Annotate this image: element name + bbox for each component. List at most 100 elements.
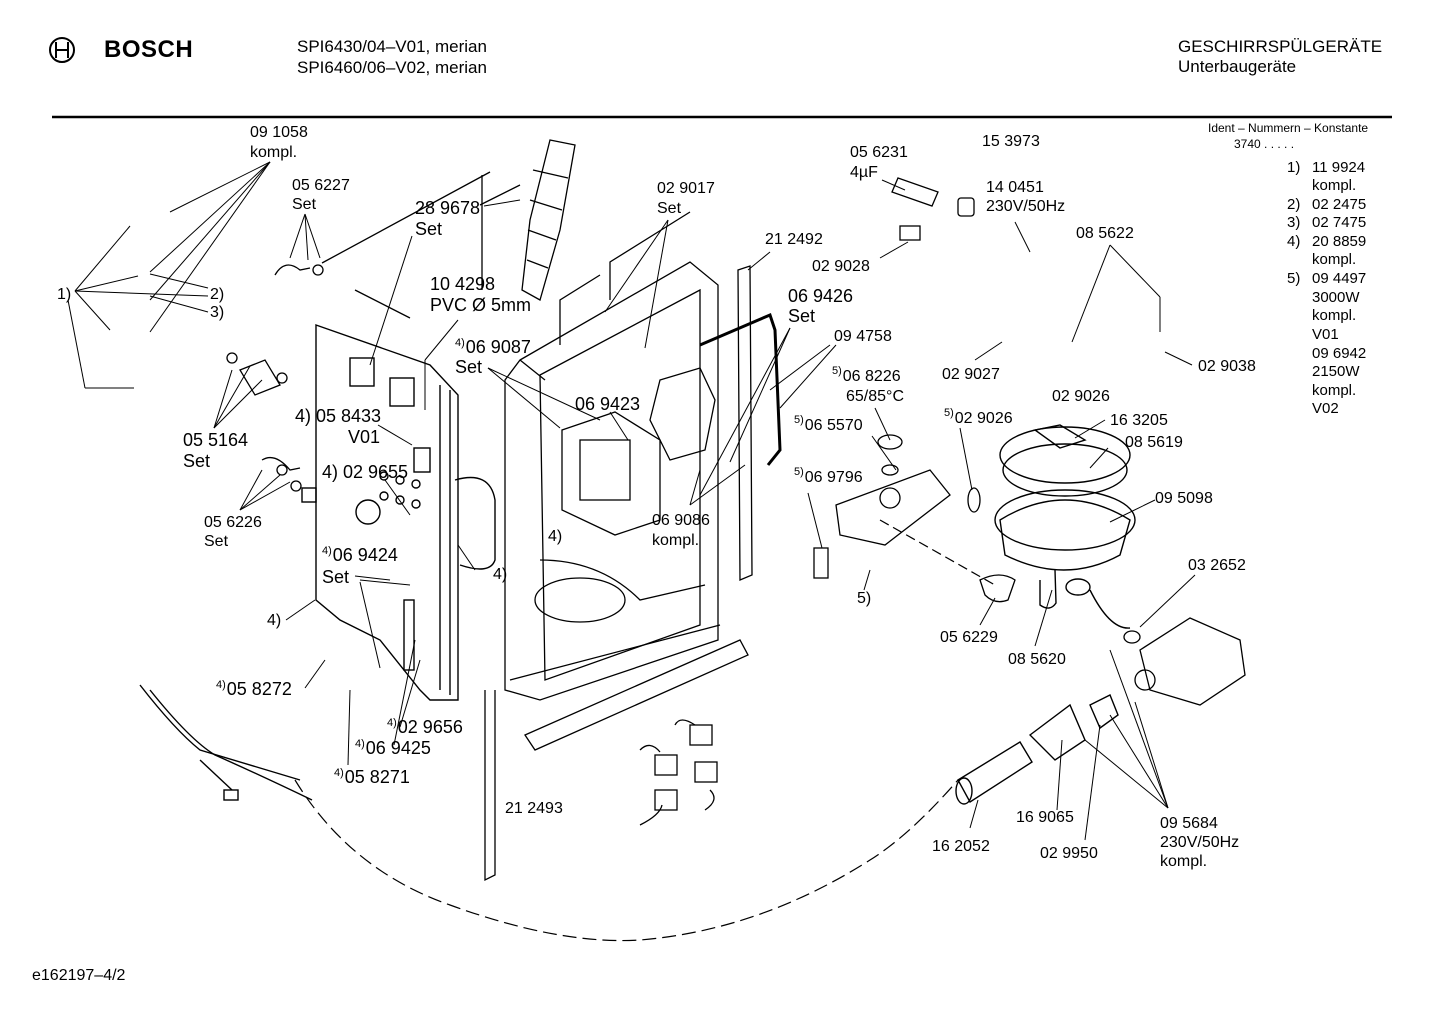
part-label: 65/85°C xyxy=(846,388,904,405)
part-label: 09 1058 xyxy=(250,124,308,141)
legend-num-5: 5) xyxy=(1287,270,1301,287)
part-label: 05 6229 xyxy=(940,629,998,646)
part-label: 21 2492 xyxy=(765,231,823,248)
part-label: 05 6231 xyxy=(850,144,908,161)
part-label: 4) 02 9655 xyxy=(322,462,409,482)
ident-title: Ident – Nummern – Konstante xyxy=(1208,121,1369,135)
part-label: 5)06 5570 xyxy=(794,414,863,434)
part-label: 02 9028 xyxy=(812,258,870,275)
part-label: 05 5164 xyxy=(183,430,249,450)
part-label: Set xyxy=(415,219,443,239)
part-label: 5)02 9026 xyxy=(944,407,1013,427)
legend-val-5c: kompl. xyxy=(1312,307,1357,324)
heater-module xyxy=(813,434,981,579)
bosch-logo-icon xyxy=(49,37,75,63)
part-label: 230V/50Hz xyxy=(986,198,1066,215)
legend-val-4a: 20 8859 xyxy=(1312,233,1367,250)
part-label: 02 9038 xyxy=(1198,358,1256,375)
legend-num-4: 4) xyxy=(1287,233,1301,250)
detergent-dispenser xyxy=(561,367,716,536)
part-label: 28 9678 xyxy=(415,198,481,218)
part-label: kompl. xyxy=(1160,853,1208,870)
part-label: Set xyxy=(657,200,682,217)
part-label: 09 4758 xyxy=(834,328,892,345)
model-line-2: SPI6460/06–V02, merian xyxy=(297,58,487,77)
part-label: kompl. xyxy=(652,532,700,549)
category-line-1: GESCHIRRSPÜLGERÄTE xyxy=(1178,37,1383,56)
part-label: 4)02 9656 xyxy=(387,717,463,737)
legend-val-5d: V01 xyxy=(1312,326,1339,343)
legend-num-1: 1) xyxy=(1287,159,1301,176)
part-label: Set xyxy=(204,533,229,550)
part-label: 10 4298 xyxy=(430,274,496,294)
small-hoses xyxy=(226,264,324,492)
part-label: 06 9423 xyxy=(575,394,641,414)
wire-connectors xyxy=(639,719,718,826)
upper-rail xyxy=(521,139,576,301)
part-label: 4)05 8271 xyxy=(334,767,410,787)
part-label: 4)05 8272 xyxy=(216,679,292,699)
part-label: 08 5622 xyxy=(1076,225,1134,242)
part-label: 15 3973 xyxy=(982,133,1040,150)
legend-val-5a: 09 4497 xyxy=(1312,270,1367,287)
legend-val-4b: kompl. xyxy=(1312,251,1357,268)
part-label: 16 3205 xyxy=(1110,412,1168,429)
part-label: 09 5098 xyxy=(1155,490,1213,507)
part-label: 4µF xyxy=(850,164,878,181)
part-label: 5) xyxy=(857,590,872,607)
part-label: 3) xyxy=(210,304,225,321)
legend-val-3: 02 7475 xyxy=(1312,214,1367,231)
category-line-2: Unterbaugeräte xyxy=(1178,57,1297,76)
part-label: 230V/50Hz xyxy=(1160,834,1240,851)
model-line-1: SPI6430/04–V01, merian xyxy=(297,37,487,56)
part-label: 06 9086 xyxy=(652,512,710,529)
part-label: 05 6226 xyxy=(204,514,262,531)
part-label: Set xyxy=(788,306,816,326)
part-label: Set xyxy=(455,357,483,377)
part-label: Set xyxy=(183,451,211,471)
part-label: 02 9027 xyxy=(942,366,1000,383)
part-label: V01 xyxy=(348,427,381,447)
legend-val-5g: kompl. xyxy=(1312,382,1357,399)
part-label: PVC Ø 5mm xyxy=(430,295,532,315)
part-label: 14 0451 xyxy=(986,179,1044,196)
part-label: 09 5684 xyxy=(1160,815,1218,832)
part-label: Set xyxy=(292,196,317,213)
door-panel xyxy=(301,324,496,701)
legend-val-2: 02 2475 xyxy=(1312,196,1367,213)
part-label: 2) xyxy=(210,286,225,303)
kick-plate xyxy=(509,624,749,751)
part-label: 08 5620 xyxy=(1008,651,1066,668)
legend-val-1a: 11 9924 xyxy=(1312,159,1366,176)
part-label: 4) 05 8433 xyxy=(295,406,382,426)
legend-val-1b: kompl. xyxy=(1312,177,1357,194)
part-label: 08 5619 xyxy=(1125,434,1183,451)
part-label: 4) xyxy=(267,612,282,629)
part-label: 4)06 9087 xyxy=(455,337,531,357)
legend-val-5b: 3000W xyxy=(1312,289,1360,306)
part-label: 4)06 9425 xyxy=(355,738,431,758)
side-seal-strip xyxy=(737,265,753,581)
drain-hose xyxy=(979,574,1016,603)
part-label: Set xyxy=(322,567,350,587)
part-label: 1) xyxy=(57,286,72,303)
legend-num-2: 2) xyxy=(1287,196,1301,213)
part-label: 5)06 8226 xyxy=(832,365,901,385)
part-label: 02 9017 xyxy=(657,180,715,197)
sump-pump xyxy=(994,424,1136,609)
brand-name: BOSCH xyxy=(104,36,194,63)
ident-code: 3740 . . . . . xyxy=(1234,137,1295,151)
dishwasher-tub xyxy=(321,171,719,701)
legend-val-5f: 2150W xyxy=(1312,363,1360,380)
document-id: e162197–4/2 xyxy=(32,967,126,984)
part-label: 02 9026 xyxy=(1052,388,1110,405)
supply-hose-path xyxy=(294,779,959,942)
legend-val-5e: 09 6942 xyxy=(1312,345,1367,362)
inlet-hose xyxy=(955,694,1119,805)
part-label: 21 2493 xyxy=(505,800,563,817)
small-cap xyxy=(899,197,975,241)
part-label: 02 9950 xyxy=(1040,845,1098,862)
bottom-strip xyxy=(484,690,496,882)
part-label: 16 2052 xyxy=(932,838,990,855)
